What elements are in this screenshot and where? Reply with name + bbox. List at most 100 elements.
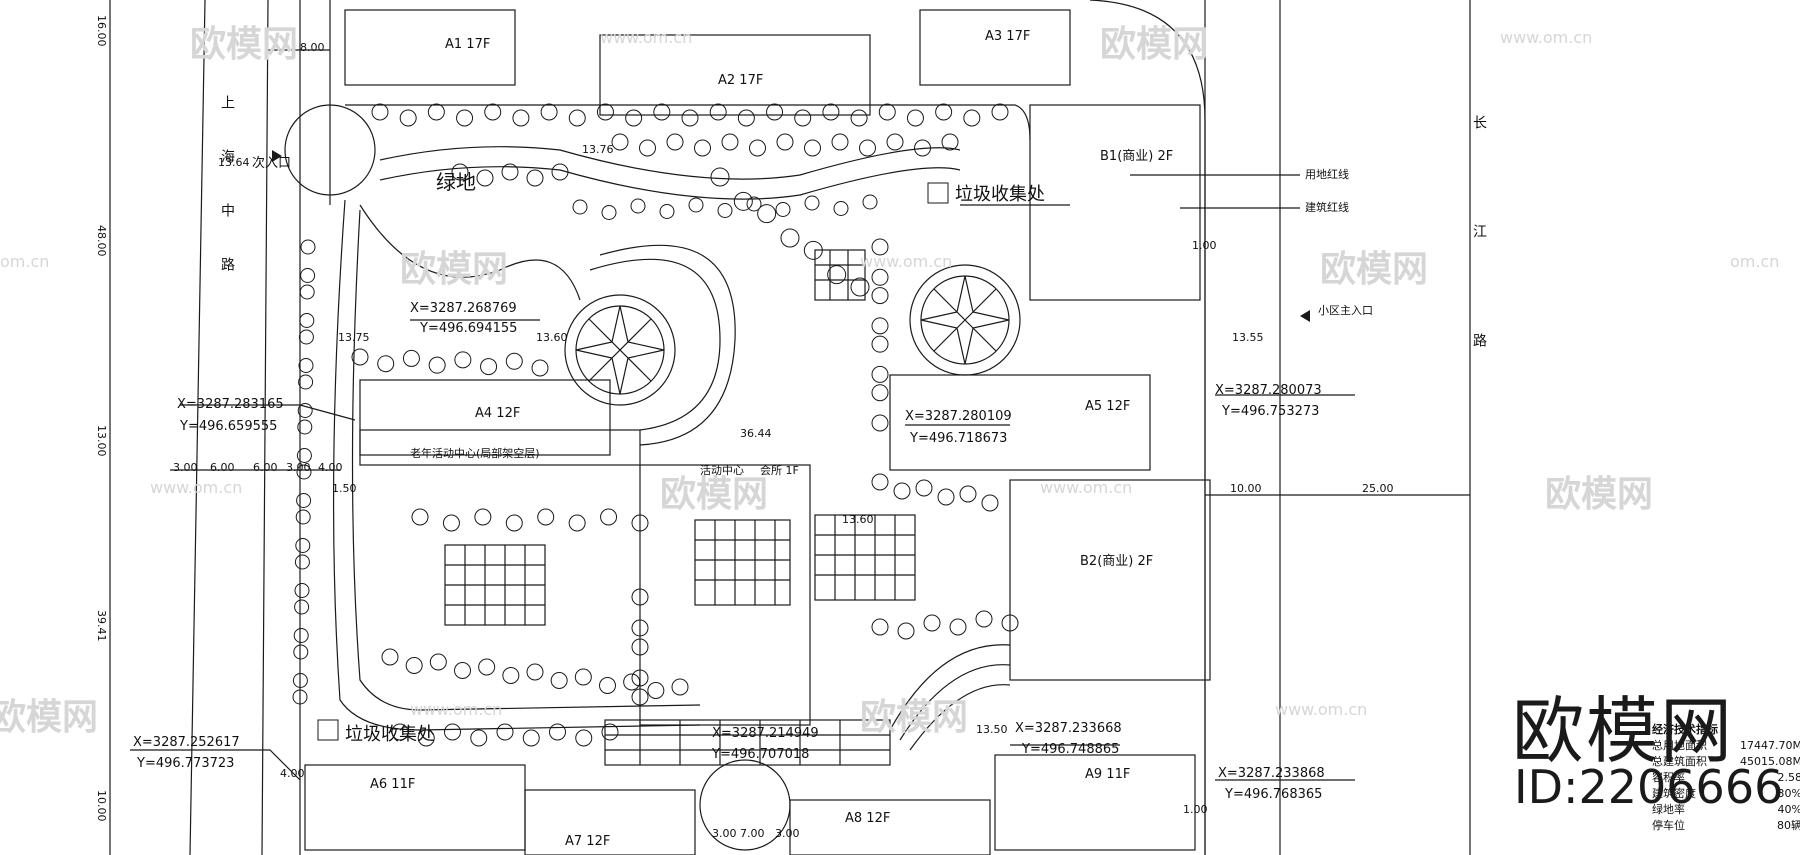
tree-symbol (850, 277, 870, 297)
tree-symbol (914, 139, 931, 157)
dimension-label: 7.00 (740, 827, 765, 840)
west-road-line (261, 0, 269, 855)
coord-y: Y=496.768365 (1225, 787, 1323, 802)
stats-label: 停车位 (1652, 819, 1685, 832)
tree-symbol (647, 682, 665, 699)
tree-symbol (1001, 614, 1019, 632)
tree-symbol (776, 133, 794, 151)
coord-y: Y=496.753273 (1222, 404, 1320, 419)
tree-symbol (601, 723, 619, 741)
coord-y: Y=496.718673 (910, 431, 1008, 446)
coord-y: Y=496.694155 (420, 321, 518, 336)
building-line-label: 建筑红线 (1305, 201, 1349, 214)
tree-symbol (949, 618, 967, 636)
tree-symbol (833, 201, 849, 216)
tree-symbol (296, 448, 312, 463)
tree-symbol (653, 103, 671, 121)
dimension-label: 10.00 (1230, 482, 1262, 495)
building-label-b3: 老年活动中心(局部架空层) (410, 447, 540, 460)
tree-symbol (694, 139, 711, 157)
tree-symbol (749, 139, 766, 157)
tree-symbol (298, 329, 314, 345)
building-label-club: 会所 1F (760, 464, 799, 477)
tree-symbol (659, 204, 675, 219)
tree-symbol (470, 729, 488, 747)
woven-paving (814, 249, 866, 301)
building-label-b1: B1(商业) 2F (1100, 149, 1174, 164)
tree-symbol (780, 228, 800, 248)
tree-symbol (411, 508, 429, 526)
coord-y: Y=496.659555 (180, 419, 278, 434)
tree-symbol (623, 673, 641, 691)
tree-symbol (596, 103, 614, 121)
tree-symbol (959, 485, 977, 503)
coord-y: Y=496.748865 (1022, 742, 1120, 757)
tree-symbol (862, 194, 878, 210)
dimension-label: 1.00 (1183, 803, 1208, 816)
inner-road-loop2 (332, 199, 701, 731)
stats-value: 45015.08M (1740, 755, 1800, 768)
stats-value: 80辆 (1777, 819, 1800, 832)
pavilion-east-star (920, 275, 1010, 365)
building-a2 (599, 34, 871, 116)
tree-symbol (399, 109, 417, 127)
watermark-url: www.om.cn (1040, 478, 1133, 497)
tree-symbol (600, 508, 618, 526)
building-b1 (1029, 104, 1201, 301)
tree-symbol (549, 723, 566, 741)
greenland-edge (359, 204, 581, 301)
tree-symbol (298, 374, 314, 390)
tree-symbol (630, 198, 646, 214)
stats-label: 容积率 (1652, 771, 1685, 784)
tree-symbol (575, 729, 593, 747)
building-a3 (919, 9, 1071, 86)
site-boundary (329, 0, 1206, 855)
property-line-label: 用地红线 (1305, 168, 1349, 181)
garbage-top-label: 垃圾收集处 (955, 184, 1045, 205)
central-paving-grid (694, 519, 791, 606)
tree-symbol (923, 614, 941, 632)
tree-symbol (391, 723, 409, 741)
watermark-brand: 欧模网 (1545, 474, 1654, 515)
tree-symbol (444, 723, 461, 741)
tree-symbol (709, 103, 727, 121)
tree-symbol (474, 508, 492, 526)
dimension-label: 3.00 (286, 461, 311, 474)
dimension-label-vertical: 48.00 (95, 225, 108, 257)
tree-symbol (292, 673, 308, 688)
dimension-label: 1.50 (332, 482, 357, 495)
building-label-a5: A5 12F (1085, 399, 1131, 414)
elevation-label: 13.60 (536, 331, 568, 344)
coord-x: X=3287.233868 (1218, 766, 1325, 781)
tree-symbol (871, 618, 889, 636)
tree-symbol (526, 663, 544, 681)
tree-symbol (429, 653, 447, 671)
tree-symbol (294, 583, 310, 598)
watermark-brand: 欧模网 (1100, 24, 1209, 65)
tree-symbol (428, 356, 446, 374)
stats-label: 总用地面积 (1652, 739, 1707, 752)
elevation-label: 13.64 (218, 156, 250, 169)
dimension-label-vertical: 16.00 (95, 15, 108, 47)
building-label-a7: A7 12F (565, 834, 611, 849)
tree-symbol (831, 133, 849, 151)
tree-symbol (631, 588, 649, 606)
coord-x: X=3287.280073 (1215, 383, 1322, 398)
east-paving-grid (814, 514, 916, 601)
building-a5 (889, 374, 1151, 471)
building-label-hall: 活动中心 (700, 464, 744, 477)
tree-symbol (827, 265, 847, 285)
tree-symbol (417, 729, 435, 747)
tree-symbol (502, 667, 520, 684)
tree-symbol (371, 103, 389, 121)
leader-coord-a6 (130, 749, 301, 781)
tree-symbol (794, 109, 812, 127)
tree-symbol (710, 167, 730, 187)
greenland-label: 绿地 (436, 170, 476, 194)
tree-symbol (871, 268, 889, 286)
watermark-brand: 欧模网 (190, 24, 299, 65)
